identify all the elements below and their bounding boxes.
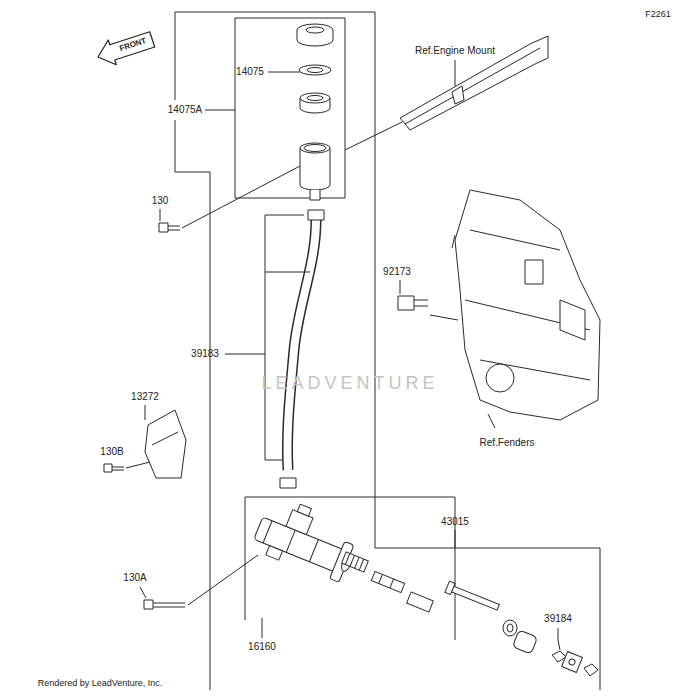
credit-note: Rendered by LeadVenture, Inc. xyxy=(38,679,163,688)
callout-number: 92173 xyxy=(383,267,411,277)
callout-number: 14075A xyxy=(168,105,202,115)
hose-clamp xyxy=(308,210,324,220)
clip xyxy=(398,296,428,310)
engine-mount xyxy=(400,36,548,130)
leader-line xyxy=(182,166,300,228)
leader-line xyxy=(205,110,235,111)
callout-number: 130 xyxy=(152,196,169,206)
callout-number: 43015 xyxy=(441,517,469,527)
bolt xyxy=(144,600,185,609)
leader-line xyxy=(455,60,456,86)
callout-number: 130B xyxy=(100,447,123,457)
leader-line xyxy=(262,618,263,638)
callout-number: 13272 xyxy=(131,392,159,402)
leader-line xyxy=(488,414,495,428)
direction-label: FRONT xyxy=(119,37,148,53)
group-leader xyxy=(225,215,310,460)
heat-shield xyxy=(145,410,186,478)
callout-number: 16160 xyxy=(248,642,276,652)
watermark: LEADVENTURE xyxy=(261,374,438,392)
leader-line xyxy=(558,628,560,650)
group-leader xyxy=(175,12,600,690)
leader-line xyxy=(188,555,258,605)
reference-label: Ref.Engine Mount xyxy=(415,46,495,56)
leader-line xyxy=(268,72,300,73)
leader-line xyxy=(455,530,456,548)
figure-code: F2261 xyxy=(645,10,671,19)
piston-parts xyxy=(342,552,434,612)
leader-line xyxy=(140,587,146,598)
master-cylinder xyxy=(250,493,364,586)
hose-clamp xyxy=(280,478,296,488)
group-leader xyxy=(175,120,210,690)
reservoir xyxy=(297,24,333,200)
bolt xyxy=(159,223,180,232)
leader-line xyxy=(430,235,458,320)
push-rod xyxy=(445,581,598,676)
leader-line xyxy=(126,462,150,468)
callout-number: 130A xyxy=(123,573,146,583)
fender-bracket xyxy=(455,190,600,420)
hose xyxy=(287,220,316,470)
leader-line xyxy=(345,122,402,150)
hose xyxy=(287,220,316,470)
callout-number: 39183 xyxy=(191,349,219,359)
bolt xyxy=(104,464,124,472)
leader-line xyxy=(160,209,161,221)
reference-label: Ref.Fenders xyxy=(479,438,534,448)
group-box xyxy=(245,497,455,640)
leader-line xyxy=(400,280,401,294)
front-arrow xyxy=(94,27,156,69)
callout-number: 39184 xyxy=(544,614,572,624)
leader-line xyxy=(145,405,146,420)
callout-number: 14075 xyxy=(236,67,264,77)
